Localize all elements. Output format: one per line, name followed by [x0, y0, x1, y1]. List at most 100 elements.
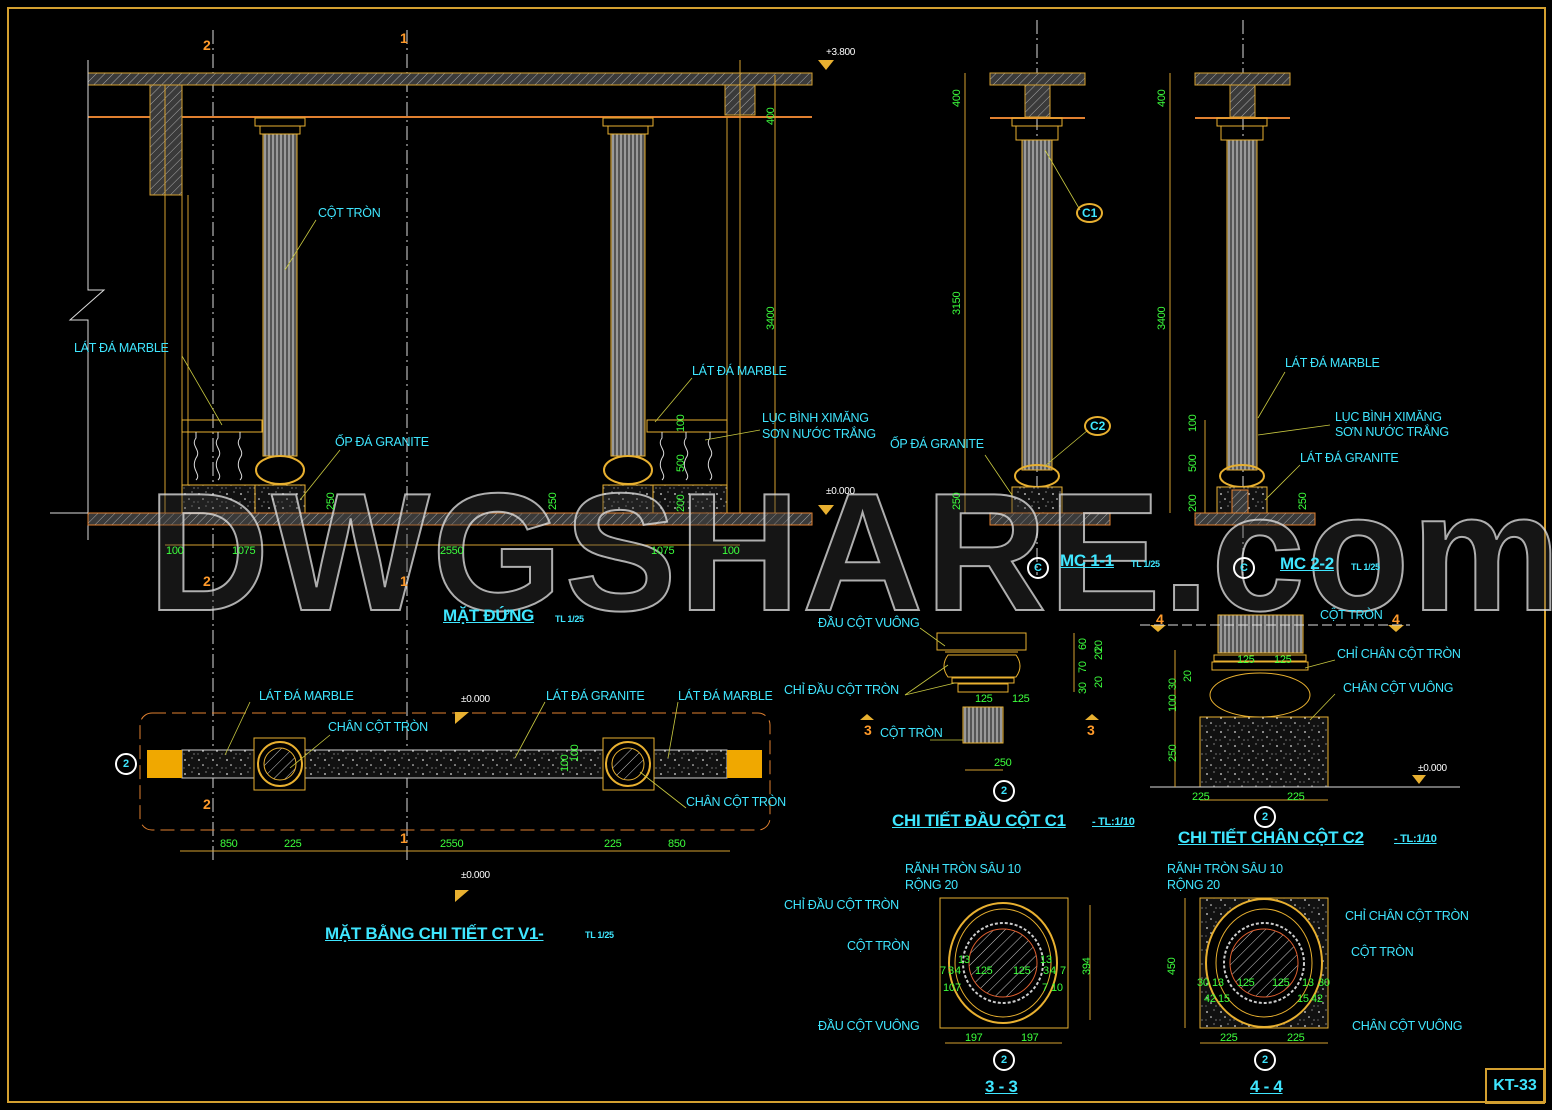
- label-chi-dau-cot-tron: CHỈ ĐẦU CỘT TRÒN: [784, 898, 899, 912]
- axis-marker: 2: [993, 1049, 1015, 1071]
- label-son-nuoc: SƠN NƯỚC TRẮNG: [762, 427, 876, 441]
- dim: 125: [1237, 654, 1255, 666]
- dim: 10: [943, 982, 955, 994]
- base-c2-drawing: [1140, 614, 1460, 801]
- c1-scale: - TL:1/10: [1092, 816, 1135, 828]
- elevation-scale: TL 1/25: [555, 614, 584, 624]
- label-lat-granite: LÁT ĐÁ GRANITE: [546, 689, 645, 703]
- sheet-code: KT-33: [1485, 1068, 1545, 1104]
- dim: 200: [675, 494, 687, 512]
- axis-marker-1: 1: [400, 830, 408, 846]
- dim: 13: [1212, 977, 1224, 989]
- label-lat-marble: LÁT ĐÁ MARBLE: [692, 364, 787, 378]
- plan-scale: TL 1/25: [585, 930, 614, 940]
- c2-title: CHI TIẾT CHÂN CỘT C2: [1178, 828, 1364, 847]
- axis-marker-1: 1: [400, 30, 408, 46]
- c2-scale: - TL:1/10: [1394, 833, 1437, 845]
- dim: 125: [1272, 977, 1290, 989]
- label-luc-binh: LỤC BÌNH XIMĂNG: [1335, 410, 1442, 424]
- dim: 125: [1237, 977, 1255, 989]
- elevation-drawing: [50, 60, 834, 546]
- dim: 30: [1197, 977, 1209, 989]
- section-cut-3: 3: [864, 722, 872, 738]
- dim: 250: [951, 492, 963, 510]
- section-marker: C: [1233, 557, 1255, 579]
- label-lat-marble: LÁT ĐÁ MARBLE: [74, 341, 169, 355]
- dim: 7: [940, 965, 946, 977]
- dim: 1075: [651, 545, 675, 557]
- mc11-title: MC 1-1: [1060, 551, 1114, 570]
- label-son-nuoc: SƠN NƯỚC TRẮNG: [1335, 425, 1449, 439]
- label-lat-marble: LÁT ĐÁ MARBLE: [259, 689, 354, 703]
- label-cot-tron: CỘT TRÒN: [880, 726, 943, 740]
- dim: 225: [284, 838, 302, 850]
- dim: 250: [1167, 744, 1179, 762]
- mc11-scale: TL 1/25: [1131, 559, 1160, 569]
- label-ranh: RÃNH TRÒN SÂU 10: [1167, 862, 1283, 876]
- dim: 4: [955, 965, 961, 977]
- dim: 225: [1192, 791, 1210, 803]
- dim: 850: [668, 838, 686, 850]
- dim: 30: [1167, 678, 1179, 690]
- label-chi-chan-cot-tron: CHỈ CHÂN CỘT TRÒN: [1345, 909, 1469, 923]
- dim: 250: [994, 757, 1012, 769]
- dim: 400: [951, 89, 963, 107]
- dim: 60: [1077, 638, 1089, 650]
- label-op-granite: ỐP ĐÁ GRANITE: [890, 437, 984, 451]
- label-chi-dau-cot-tron: CHỈ ĐẦU CỘT TRÒN: [784, 683, 899, 697]
- dim: 500: [675, 454, 687, 472]
- dim: 197: [1021, 1032, 1039, 1044]
- section-cut-3: 3: [1087, 722, 1095, 738]
- axis-marker-2: 2: [203, 796, 211, 812]
- dim: 250: [325, 492, 337, 510]
- dim: 125: [1013, 965, 1031, 977]
- plan-title: MẶT BẰNG CHI TIẾT CT V1-: [325, 924, 544, 943]
- dim: 42: [1311, 993, 1323, 1005]
- label-cot-tron: CỘT TRÒN: [1320, 608, 1383, 622]
- dim: 7: [1060, 965, 1066, 977]
- dim: 70: [1077, 661, 1089, 673]
- axis-marker: 2: [115, 753, 137, 775]
- level-floor: ±0.000: [826, 486, 855, 497]
- dim: 225: [1287, 1032, 1305, 1044]
- dim: 13: [1040, 954, 1052, 966]
- dim: 400: [765, 107, 777, 125]
- elevation-title: MẶT ĐỨNG: [443, 606, 535, 625]
- dim: 3400: [1156, 306, 1168, 330]
- tag-c2: C2: [1084, 416, 1112, 436]
- label-cot-tron: CỘT TRÒN: [847, 939, 910, 953]
- level-top: +3.800: [826, 47, 856, 58]
- axis-marker-2: 2: [203, 573, 211, 589]
- dim: 125: [975, 693, 993, 705]
- dim: 225: [1220, 1032, 1238, 1044]
- dim: 250: [547, 492, 559, 510]
- label-cot-tron: CỘT TRÒN: [1351, 945, 1414, 959]
- label-rong: RỘNG 20: [905, 878, 958, 892]
- label-lat-marble: LÁT ĐÁ MARBLE: [1285, 356, 1380, 370]
- dim: 4: [1050, 965, 1056, 977]
- dim: 42: [1204, 993, 1216, 1005]
- dim: 250: [1297, 492, 1309, 510]
- dim: 450: [1166, 957, 1178, 975]
- dim: 1075: [232, 545, 256, 557]
- s44-title: 4 - 4: [1250, 1077, 1283, 1096]
- section-mc22-drawing: [1169, 72, 1331, 526]
- sheet-frame: [7, 7, 1546, 1103]
- dim: 2550: [440, 545, 464, 557]
- axis-marker-1: 1: [400, 573, 408, 589]
- dim: 13: [1302, 977, 1314, 989]
- label-luc-binh: LỤC BÌNH XIMĂNG: [762, 411, 869, 425]
- dim: 100: [166, 545, 184, 557]
- dim: 850: [220, 838, 238, 850]
- label-dau-cot-vuong: ĐẦU CỘT VUÔNG: [818, 1019, 920, 1033]
- dim: 100: [569, 744, 581, 762]
- axis-marker: 2: [1254, 1049, 1276, 1071]
- dim: 197: [965, 1032, 983, 1044]
- dim: 15: [1218, 993, 1230, 1005]
- plan-drawing: [139, 701, 771, 902]
- mc22-scale: TL 1/25: [1351, 562, 1380, 572]
- tag-c1: C1: [1076, 203, 1104, 223]
- dim: 2550: [440, 838, 464, 850]
